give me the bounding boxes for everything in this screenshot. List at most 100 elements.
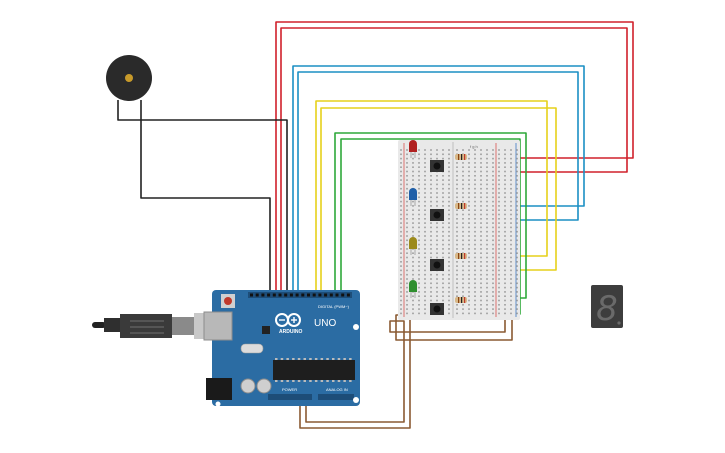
breadboard-hole: [442, 295, 444, 297]
resistor-2[interactable]: [455, 203, 467, 209]
breadboard-hole: [400, 205, 402, 207]
breadboard-hole: [430, 235, 432, 237]
breadboard-hole: [504, 209, 506, 211]
digital-pin[interactable]: [341, 293, 345, 297]
breadboard-hole: [448, 218, 450, 220]
breadboard-hole: [462, 226, 464, 229]
led-red[interactable]: [409, 140, 417, 158]
digital-pin[interactable]: [295, 293, 299, 297]
breadboard-hole: [504, 291, 506, 293]
pushbutton-4[interactable]: [430, 303, 444, 315]
breadboard-hole: [456, 261, 458, 263]
breadboard-hole: [442, 248, 444, 250]
breadboard-hole: [510, 295, 512, 297]
wire-yellow-outer[interactable]: [315, 100, 548, 295]
breadboard-hole: [492, 308, 494, 310]
breadboard-hole: [480, 299, 482, 302]
breadboard-hole: [480, 248, 482, 250]
digital-pin[interactable]: [301, 293, 305, 297]
wire-blue-outer[interactable]: [292, 65, 585, 295]
wire-red-outer[interactable]: [275, 21, 634, 295]
breadboard-hole: [412, 252, 414, 254]
breadboard-hole: [510, 248, 512, 250]
led-blue[interactable]: [409, 188, 417, 206]
atmega-chip: [273, 360, 355, 380]
digital-pin[interactable]: [250, 293, 253, 297]
chip-pin: [332, 380, 335, 382]
breadboard-hole: [448, 200, 450, 203]
breadboard-hole: [516, 256, 518, 259]
led-green[interactable]: [409, 280, 417, 298]
wire-buzzer-b[interactable]: [140, 100, 271, 295]
breadboard-hole: [418, 243, 420, 246]
breadboard-hole: [504, 308, 506, 310]
pushbutton-1[interactable]: [430, 160, 444, 172]
breadboard-hole: [516, 299, 518, 302]
breadboard-hole: [442, 235, 444, 237]
breadboard-hole: [400, 179, 402, 181]
digital-pin[interactable]: [318, 293, 322, 297]
power-header: [268, 394, 312, 400]
chip-pin: [349, 380, 352, 382]
arduino-uno-board[interactable]: DIGITAL (PWM~) ARDUINO UNO POWER ANALOG …: [203, 290, 360, 407]
led-yellow[interactable]: [409, 237, 417, 255]
breadboard-hole: [492, 218, 494, 220]
reset-button-cap[interactable]: [224, 297, 232, 305]
digital-pin[interactable]: [329, 293, 333, 297]
pushbutton-3[interactable]: [430, 259, 444, 271]
buzzer-center: [125, 74, 133, 82]
digital-pin[interactable]: [261, 293, 265, 297]
breadboard-hole: [474, 196, 476, 199]
breadboard-hole: [486, 183, 488, 186]
breadboard-hole: [418, 235, 420, 237]
resistor-1[interactable]: [455, 154, 467, 160]
breadboard-hole: [516, 200, 518, 203]
breadboard-hole: [504, 278, 506, 280]
breadboard-hole: [418, 187, 420, 190]
digital-pin[interactable]: [278, 293, 282, 297]
digital-pin[interactable]: [324, 293, 328, 297]
breadboard-hole: [406, 175, 408, 177]
usb-strain-relief: [104, 318, 120, 332]
wire-ground-b[interactable]: [305, 318, 506, 423]
breadboard-hole: [486, 278, 488, 280]
breadboard-hole: [510, 265, 512, 267]
breadboard-hole: [436, 192, 438, 194]
breadboard-hole: [480, 213, 482, 216]
digital-pin[interactable]: [346, 293, 350, 297]
breadboard[interactable]: f g h: [398, 140, 520, 320]
breadboard-hole: [516, 179, 518, 181]
digital-pin[interactable]: [312, 293, 316, 297]
usb-cable[interactable]: [92, 313, 222, 339]
digital-pin[interactable]: [267, 293, 271, 297]
chip-pin: [343, 380, 346, 382]
chip-pin: [337, 358, 341, 360]
breadboard-hole: [504, 179, 506, 181]
wire-buzzer-a[interactable]: [117, 100, 288, 295]
breadboard-hole: [462, 282, 464, 285]
pushbutton-2[interactable]: [430, 209, 444, 221]
breadboard-hole: [436, 239, 438, 242]
digital-pin[interactable]: [307, 293, 310, 297]
piezo-buzzer[interactable]: [106, 55, 152, 101]
digital-pin[interactable]: [289, 293, 293, 297]
breadboard-hole: [448, 282, 450, 285]
digital-pin[interactable]: [284, 293, 288, 297]
breadboard-hole: [462, 187, 464, 190]
resistor-4[interactable]: [455, 297, 467, 303]
breadboard-hole: [424, 222, 426, 224]
breadboard-hole: [516, 239, 518, 242]
digital-pin[interactable]: [255, 293, 259, 297]
digital-pin[interactable]: [335, 293, 339, 297]
breadboard-hole: [510, 187, 512, 190]
digital-pin[interactable]: [272, 293, 276, 297]
breadboard-hole: [430, 175, 432, 177]
seven-segment-display[interactable]: 8: [591, 285, 623, 329]
breadboard-hole: [462, 291, 464, 293]
breadboard-hole: [516, 312, 518, 315]
resistor-3[interactable]: [455, 253, 467, 259]
breadboard-hole: [400, 286, 402, 289]
breadboard-hole: [418, 218, 420, 220]
breadboard-hole: [510, 269, 512, 272]
breadboard-hole: [480, 187, 482, 190]
